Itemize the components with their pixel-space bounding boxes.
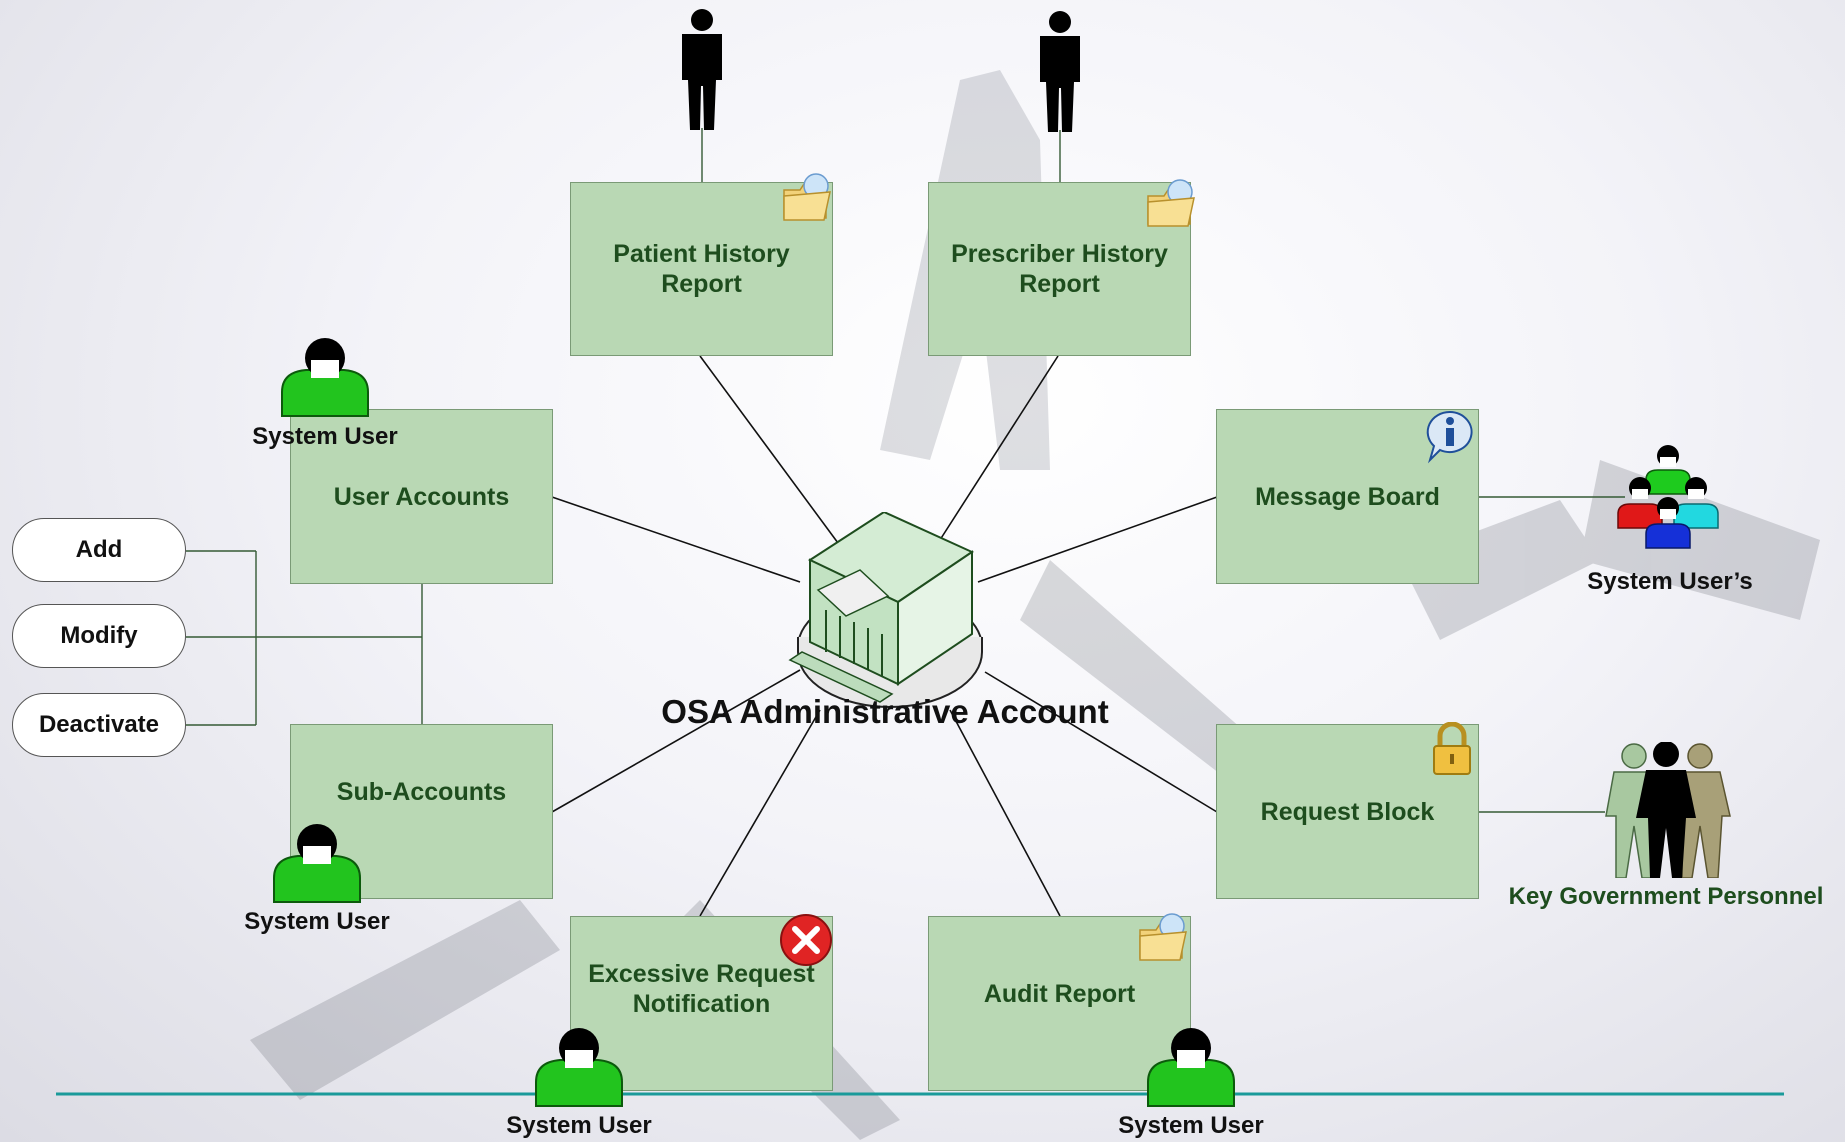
- connector-user-accounts: [551, 496, 801, 583]
- system-user-icon: [1147, 1028, 1235, 1107]
- system-user-label: System User: [1118, 1112, 1264, 1139]
- patient-history-report-label: Patient History Report: [613, 240, 790, 298]
- connector-patient-history: [699, 355, 839, 544]
- system-user-label: System User: [244, 908, 390, 935]
- error-icon: [780, 914, 832, 966]
- system-user-icon: [273, 824, 361, 903]
- connector-audit-report: [949, 709, 1061, 917]
- connector-sub-accounts: [551, 669, 801, 813]
- request-block-label: Request Block: [1260, 797, 1435, 826]
- deactivate-action[interactable]: Deactivate: [12, 693, 186, 757]
- system-user-label: System User: [506, 1112, 652, 1139]
- system-user-icon: [535, 1028, 623, 1107]
- person-icon: [682, 9, 722, 130]
- center-title: OSA Administrative Account: [661, 693, 1109, 730]
- audit-report-label: Audit Report: [983, 979, 1136, 1008]
- folder-report-icon: [1139, 913, 1187, 961]
- system-user-label: System User: [252, 423, 398, 450]
- building-icon: [788, 512, 983, 708]
- modify-action[interactable]: Modify: [12, 604, 186, 668]
- user-accounts-box[interactable]: User Accounts: [290, 409, 553, 584]
- connector-message-board: [977, 496, 1218, 583]
- add-action[interactable]: Add: [12, 518, 186, 582]
- connector-excessive-request: [699, 709, 821, 917]
- key-government-personnel-label: Key Government Personnel: [1508, 883, 1824, 910]
- message-board-label: Message Board: [1255, 482, 1440, 511]
- key-personnel-icon: [1605, 742, 1731, 878]
- folder-report-icon: [783, 173, 831, 221]
- padlock-icon: [1433, 722, 1471, 775]
- user-accounts-label: User Accounts: [333, 482, 510, 511]
- connector-request-block: [984, 671, 1218, 813]
- excessive-request-notification-label: Excessive Request Notification: [588, 959, 815, 1018]
- deactivate-action-label: Deactivate: [38, 711, 160, 738]
- system-user-icon: [281, 338, 369, 417]
- system-users-group-label: System User’s: [1587, 568, 1753, 595]
- user-group-icon: [1617, 445, 1719, 549]
- modify-action-label: Modify: [60, 622, 138, 649]
- prescriber-history-report-box[interactable]: Prescriber History Report: [928, 182, 1191, 356]
- person-icon: [1040, 11, 1080, 132]
- sub-accounts-label: Sub-Accounts: [336, 777, 507, 806]
- prescriber-history-report-label: Prescriber History Report: [951, 240, 1168, 298]
- info-icon: [1426, 410, 1473, 464]
- folder-report-icon: [1147, 179, 1195, 227]
- add-action-label: Add: [75, 536, 123, 563]
- connector-prescriber-history: [937, 355, 1059, 544]
